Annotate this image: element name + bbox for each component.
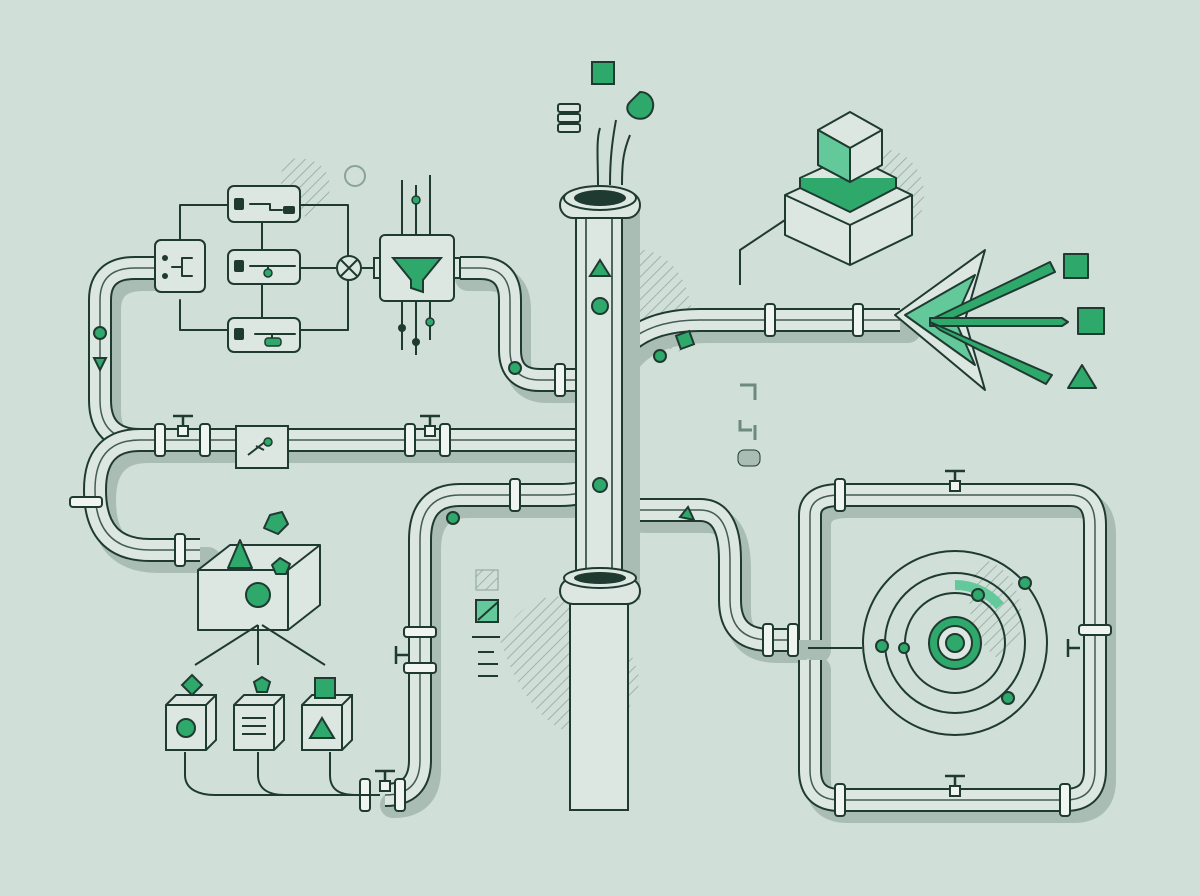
falling-streams bbox=[596, 119, 631, 186]
pipe-segment bbox=[83, 428, 200, 562]
valve-handle-icon bbox=[945, 774, 965, 797]
flow-arrow-marker bbox=[92, 357, 108, 373]
pipe-joint-collar bbox=[403, 626, 437, 638]
pipe-network bbox=[69, 185, 1112, 817]
arrow-burst-icon bbox=[894, 249, 1105, 391]
flow-dot-marker bbox=[591, 297, 609, 315]
data-source-squares-icon bbox=[591, 61, 615, 85]
flow-triangle-marker bbox=[588, 258, 612, 277]
valve-handle-icon bbox=[173, 414, 193, 437]
pipe-joint-collar bbox=[199, 423, 211, 457]
flow-dot-marker bbox=[653, 349, 667, 363]
isometric-cube-stack-icon bbox=[739, 111, 913, 285]
pipe-joint-collar bbox=[852, 303, 864, 337]
pipe-joint-collar bbox=[394, 778, 406, 812]
pipe-joint-collar bbox=[1078, 624, 1112, 636]
main-trunk-pipe bbox=[559, 185, 641, 811]
pipe-joint-collar bbox=[509, 478, 521, 512]
pipe-joint-collar bbox=[834, 783, 846, 817]
output-box-circle-icon bbox=[165, 673, 217, 751]
pipe-joint-collar bbox=[174, 533, 186, 567]
filter-funnel-icon bbox=[373, 175, 461, 355]
flow-dot-marker bbox=[93, 326, 107, 340]
flow-dot-marker bbox=[592, 477, 608, 493]
pipe-joint-collar bbox=[764, 303, 776, 337]
sort-branches bbox=[184, 624, 380, 796]
workflow-nodes-icon bbox=[154, 185, 349, 353]
valve-handle-icon bbox=[420, 414, 440, 437]
flow-square-marker bbox=[674, 329, 696, 351]
pipe-joint-collar bbox=[554, 363, 566, 397]
pipe-joint-collar bbox=[787, 623, 799, 657]
pipe-joint-collar bbox=[439, 423, 451, 457]
pressure-gauge-icon bbox=[235, 425, 289, 469]
valve-handle-icon bbox=[394, 646, 408, 664]
pipe-segment bbox=[460, 256, 600, 392]
flow-arrow-marker bbox=[678, 505, 696, 522]
pipe-joint-collar bbox=[1059, 783, 1071, 817]
pipe-joint-collar bbox=[154, 423, 166, 457]
target-rings-icon bbox=[808, 550, 1048, 736]
output-box-document-icon bbox=[233, 675, 285, 751]
flow-dot-marker bbox=[508, 361, 522, 375]
merge-node-icon bbox=[300, 165, 380, 281]
output-box-triangle-icon bbox=[301, 677, 353, 751]
sorting-crate-icon bbox=[197, 511, 321, 631]
database-stack-icon bbox=[557, 103, 581, 133]
droplet-icon bbox=[626, 90, 655, 120]
symbol-key bbox=[472, 383, 761, 677]
valve-handle-icon bbox=[1066, 639, 1080, 657]
valve-handle-icon bbox=[375, 769, 395, 792]
flow-dot-marker bbox=[446, 511, 460, 525]
pipe-segment bbox=[798, 483, 1107, 812]
valve-handle-icon bbox=[945, 469, 965, 492]
pipe-joint-collar bbox=[69, 496, 103, 508]
pipe-joint-collar bbox=[404, 423, 416, 457]
pipe-joint-collar bbox=[834, 478, 846, 512]
pipe-joint-collar bbox=[403, 662, 437, 674]
pipe-joint-collar bbox=[762, 623, 774, 657]
